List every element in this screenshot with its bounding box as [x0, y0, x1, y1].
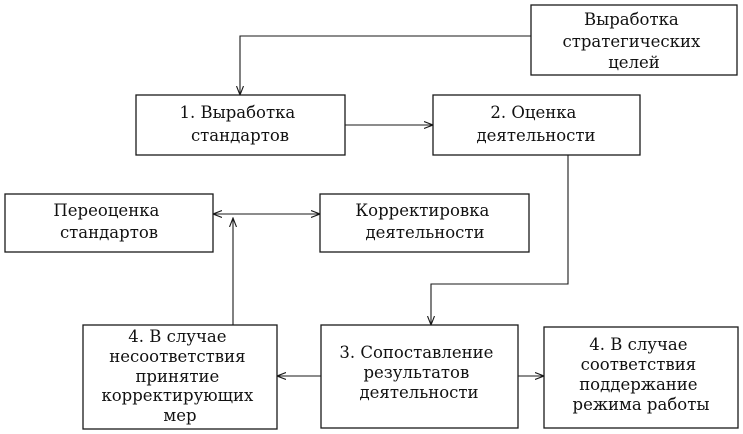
node-line: поддержание — [579, 375, 697, 394]
node-line: стратегических — [562, 32, 701, 51]
node-line: результатов — [363, 363, 469, 382]
node-line: стандартов — [191, 126, 289, 145]
node-comparison-box — [320, 324, 519, 429]
node-mismatch: 4. В случае несоответствия принятие корр… — [82, 324, 278, 430]
node-strategic-goals: Выработка стратегических целей — [530, 4, 738, 76]
node-line: стандартов — [60, 223, 158, 242]
node-comparison-label: 3. Сопоставление результатов деятельност… — [339, 343, 498, 402]
node-line: 3. Сопоставление — [339, 343, 493, 362]
node-line: мер — [163, 406, 196, 425]
node-assessment-box — [432, 94, 641, 156]
node-line: деятельности — [477, 126, 596, 145]
node-match: 4. В случае соответствия поддержание реж… — [543, 326, 739, 429]
node-standards: 1. Выработка стандартов — [135, 94, 346, 156]
node-correction: Корректировка деятельности — [319, 193, 530, 253]
node-mismatch-box — [82, 324, 278, 430]
node-line: Корректировка — [355, 201, 489, 220]
node-standards-box — [135, 94, 346, 156]
node-assessment: 2. Оценка деятельности — [432, 94, 641, 156]
node-standards-label: 1. Выработка стандартов — [179, 103, 300, 145]
node-mismatch-label: 4. В случае несоответствия принятие корр… — [101, 327, 258, 425]
node-line: деятельности — [360, 383, 479, 402]
edge-assessment-to-comparison — [431, 155, 569, 325]
node-line: несоответствия — [109, 347, 245, 366]
node-line: Переоценка — [53, 201, 159, 220]
node-strategic-goals-box — [530, 4, 738, 76]
node-correction-box — [319, 193, 530, 253]
node-line: режима работы — [573, 395, 710, 414]
node-line: Выработка — [584, 10, 679, 29]
node-reassessment-label: Переоценка стандартов — [53, 201, 164, 242]
node-line: 1. Выработка — [179, 103, 295, 122]
node-match-box — [543, 326, 739, 429]
node-line: 4. В случае — [128, 327, 226, 346]
node-line: 2. Оценка — [490, 103, 576, 122]
node-reassessment: Переоценка стандартов — [4, 193, 214, 253]
node-line: соответствия — [581, 355, 696, 374]
connector-layer — [213, 35, 569, 376]
node-comparison: 3. Сопоставление результатов деятельност… — [320, 324, 519, 429]
node-assessment-label: 2. Оценка деятельности — [477, 103, 596, 145]
node-line: корректирующих — [101, 386, 254, 405]
node-correction-label: Корректировка деятельности — [355, 201, 494, 242]
edge-strategic-goals-to-standards — [240, 35, 531, 95]
node-line: принятие — [135, 367, 219, 386]
node-line: целей — [608, 53, 660, 72]
node-reassessment-box — [4, 193, 214, 253]
node-line: деятельности — [366, 223, 485, 242]
node-line: 4. В случае — [589, 335, 687, 354]
node-strategic-goals-label: Выработка стратегических целей — [562, 10, 705, 72]
node-match-label: 4. В случае соответствия поддержание реж… — [573, 335, 710, 414]
